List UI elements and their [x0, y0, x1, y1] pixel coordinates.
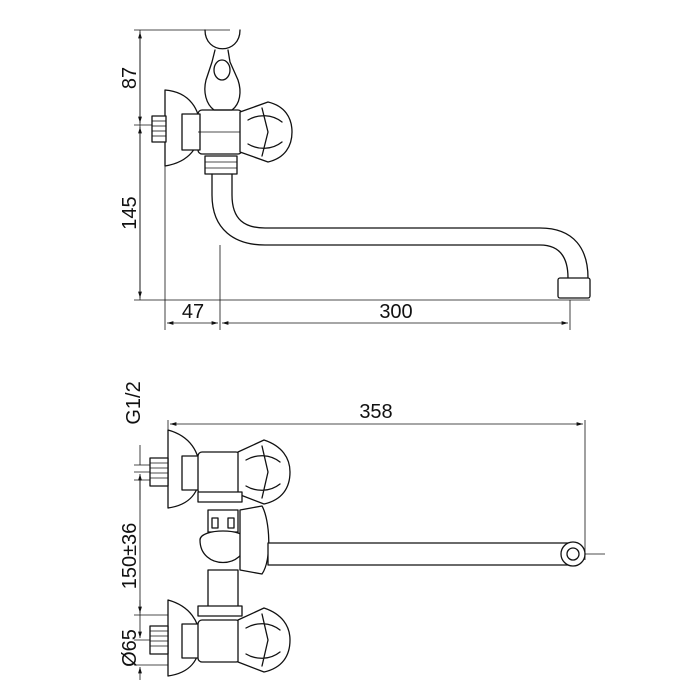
shower-holder-side: [204, 29, 241, 111]
dim-87-label: 87: [119, 67, 141, 89]
spout-top: [267, 541, 605, 567]
upper-inlet: [149, 429, 291, 509]
dim-65-label: Ø65: [119, 629, 141, 667]
dim-150-label: 150±36: [119, 523, 141, 590]
diverter: [197, 491, 270, 617]
height-dimension: 87 145: [119, 29, 590, 301]
lower-inlet: [149, 599, 291, 677]
spout-side: [204, 155, 591, 330]
dim-300-label: 300: [379, 301, 412, 323]
dim-145-label: 145: [119, 196, 141, 229]
dim-47-label: 47: [182, 301, 204, 323]
top-view: G1/2 358 150±36 Ø65: [119, 381, 605, 680]
dim-358-label: 358: [359, 401, 392, 423]
length-dimension-side: 47 300: [164, 300, 571, 330]
side-view: 87 145: [119, 29, 591, 330]
dim-thread-label: G1/2: [123, 381, 145, 424]
handle-knob-side: [239, 101, 293, 163]
mixer-body-side: [181, 109, 243, 155]
